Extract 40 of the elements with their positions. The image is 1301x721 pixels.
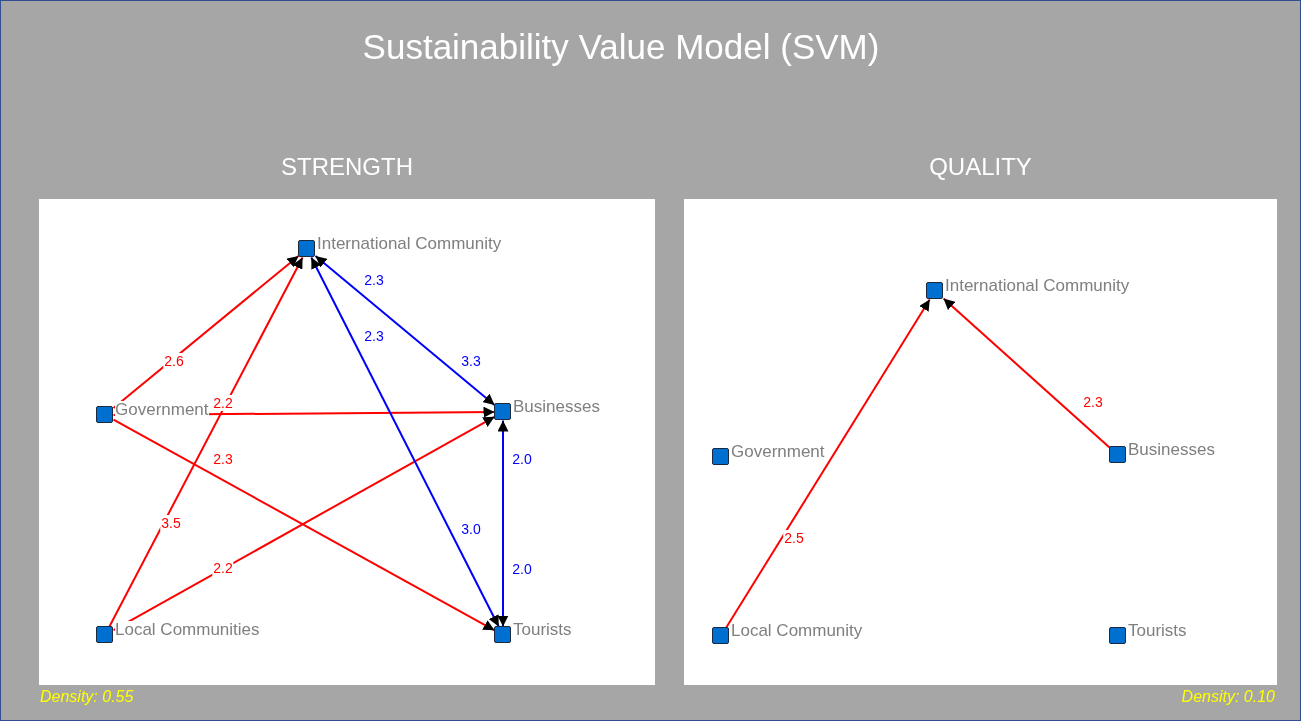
edge-label: 2.2 bbox=[212, 395, 234, 411]
edge-label: 2.3 bbox=[363, 272, 385, 288]
arrow bbox=[112, 255, 300, 409]
edge-label: 2.3 bbox=[363, 328, 385, 344]
edge-label: 3.5 bbox=[160, 515, 182, 531]
node-label: Government bbox=[115, 401, 209, 419]
node-square bbox=[711, 447, 729, 465]
edge-label: 2.0 bbox=[511, 451, 533, 467]
node-square bbox=[711, 626, 729, 644]
node-square bbox=[493, 402, 511, 420]
node-square bbox=[493, 625, 511, 643]
arrow bbox=[112, 406, 496, 418]
edge-value-label: 3.3 bbox=[460, 353, 482, 369]
density-note: Density: 0.10 bbox=[1181, 688, 1275, 706]
node-square bbox=[95, 625, 113, 643]
node-label: International Community bbox=[945, 277, 1130, 295]
arrow bbox=[314, 255, 496, 406]
node-square bbox=[1108, 445, 1126, 463]
node-square bbox=[95, 405, 113, 423]
arrow bbox=[942, 297, 1111, 449]
panel-heading: STRENGTH bbox=[280, 153, 414, 181]
edge-label: 2.2 bbox=[212, 560, 234, 576]
edge-label: 2.5 bbox=[783, 530, 805, 546]
arrow bbox=[310, 256, 500, 628]
diagram-title: Sustainability Value Model (SVM) bbox=[361, 27, 881, 67]
node-square bbox=[297, 239, 315, 257]
node-square bbox=[1108, 626, 1126, 644]
arrow bbox=[108, 256, 304, 628]
density-note: Density: 0.55 bbox=[40, 688, 134, 706]
node-square bbox=[925, 281, 943, 299]
edge-label: 2.3 bbox=[1082, 394, 1104, 410]
edge-value-label: 3.0 bbox=[460, 521, 482, 537]
edge-label: 2.6 bbox=[163, 353, 185, 369]
arrow bbox=[497, 419, 509, 628]
edge-value-label: 2.0 bbox=[511, 561, 533, 577]
panel-heading: QUALITY bbox=[928, 153, 1033, 181]
node-label: International Community bbox=[317, 235, 502, 253]
node-label: Local Community bbox=[731, 622, 863, 640]
arrow bbox=[725, 298, 931, 629]
edge-label: 2.3 bbox=[212, 451, 234, 467]
